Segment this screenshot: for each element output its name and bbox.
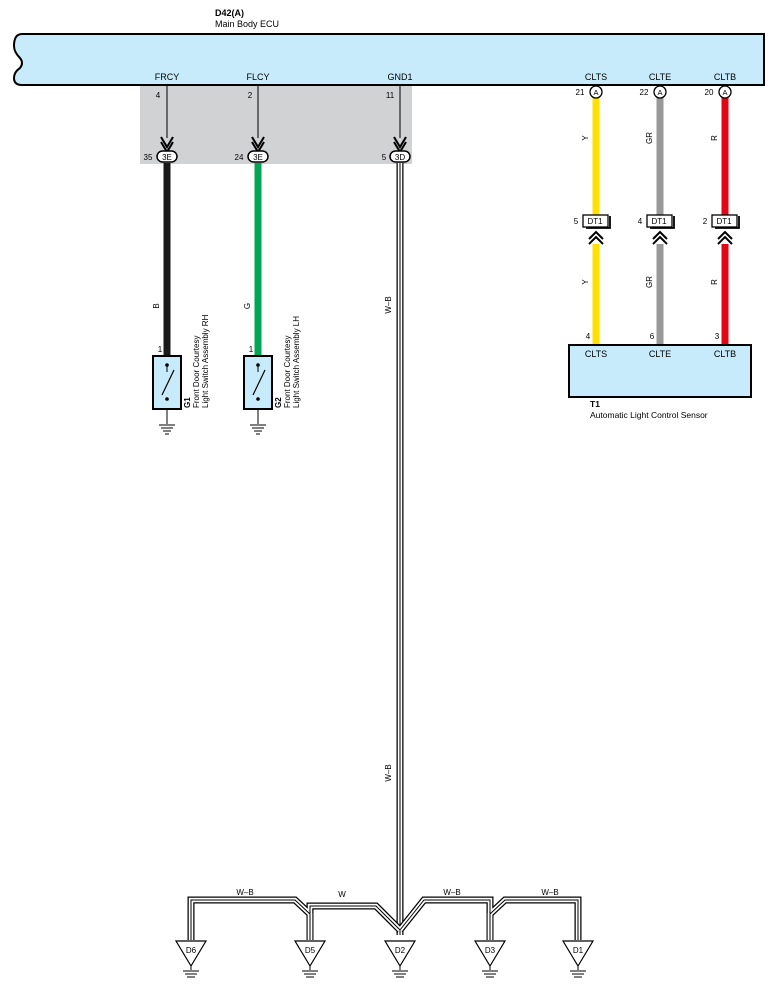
switch-code-g2: G2 <box>274 397 283 408</box>
ground-point-d2-label: D2 <box>395 946 406 955</box>
junction-id-3d: 3D <box>395 153 405 162</box>
ecu-pin-num-frcy: 4 <box>156 91 161 100</box>
ground-point-d6: D6 <box>174 940 208 978</box>
wire-code-clts-lower: Y <box>581 279 590 285</box>
sensor-pin-label-cltb: CLTB <box>714 349 736 359</box>
dt1-clte-num: 4 <box>638 217 643 226</box>
switch-line2-g1: Light Switch Assembly RH <box>201 314 210 408</box>
ground-bus-label-1: W–B <box>236 888 253 897</box>
ecu-pin-label-frcy: FRCY <box>155 72 180 82</box>
ecu-pin-num-flcy: 2 <box>248 91 253 100</box>
ground-point-d3: D3 <box>473 940 507 978</box>
wire-code-clts-upper: Y <box>581 135 590 141</box>
sensor-pin-label-clts: CLTS <box>585 349 607 359</box>
dt1-clts-num: 5 <box>574 217 579 226</box>
ecu-pin-num-gnd1: 11 <box>386 91 395 100</box>
switch-pin-g2: 1 <box>249 345 254 354</box>
connector-a-clts-label: A <box>593 88 598 97</box>
switch-label-g1: G1 Front Door Courtesy Light Switch Asse… <box>183 314 210 408</box>
junction-connector-3e-rh <box>156 150 178 163</box>
sensor-pin-num-cltb: 3 <box>715 332 720 341</box>
ecu-pin-num-cltb: 20 <box>705 88 714 97</box>
wire-code-clte-lower: GR <box>645 276 654 288</box>
wire-code-clte-upper: GR <box>645 132 654 144</box>
connector-a-clte: A <box>653 85 667 99</box>
ecu-name: Main Body ECU <box>215 19 279 29</box>
ground-point-d5-label: D5 <box>305 946 316 955</box>
ecu-pin-label-cltb: CLTB <box>714 72 736 82</box>
sensor-name: Automatic Light Control Sensor <box>590 410 708 420</box>
junction-num-35: 35 <box>144 153 153 162</box>
wire-code-flcy: G <box>243 303 252 309</box>
dt1-cltb-num: 2 <box>703 217 708 226</box>
connector-dt1-cltb: DT1 2 <box>703 214 740 245</box>
connector-a-clts: A <box>589 85 603 99</box>
connector-dt1-clts: DT1 5 <box>574 214 611 245</box>
ecu-pin-label-clte: CLTE <box>649 72 671 82</box>
dt1-clte-id: DT1 <box>651 217 667 226</box>
ground-bus-wires <box>187 896 582 940</box>
ground-bus-label-2: W <box>338 890 346 899</box>
junction-id-3e-lh: 3E <box>253 153 263 162</box>
ground-bus-label-3: W–B <box>443 888 460 897</box>
ground-icon-g1 <box>159 424 175 435</box>
dt1-cltb-id: DT1 <box>716 217 732 226</box>
wire-code-cltb-lower: R <box>710 279 719 285</box>
sensor-pin-num-clte: 6 <box>650 332 655 341</box>
connector-gray-zone <box>140 86 412 164</box>
ground-point-d5: D5 <box>293 940 327 978</box>
ground-point-d2: D2 <box>383 940 417 978</box>
ground-point-d1: D1 <box>561 940 595 978</box>
ecu-pin-label-gnd1: GND1 <box>387 72 412 82</box>
junction-num-24: 24 <box>235 153 244 162</box>
switch-line1-g1: Front Door Courtesy <box>192 336 201 408</box>
switch-pin-g1: 1 <box>158 345 163 354</box>
junction-connector-3d <box>389 150 411 163</box>
switch-label-g2: G2 Front Door Courtesy Light Switch Asse… <box>274 316 301 408</box>
main-body-ecu-block <box>12 33 765 86</box>
wire-code-cltb-upper: R <box>710 135 719 141</box>
dt1-clts-id: DT1 <box>587 217 603 226</box>
ecu-pin-num-clte: 22 <box>640 88 649 97</box>
wire-code-gnd1-bottom: W–B <box>384 764 393 781</box>
junction-connector-3e-lh <box>247 150 269 163</box>
ground-point-d6-label: D6 <box>186 946 197 955</box>
ground-point-d1-label: D1 <box>573 946 584 955</box>
ground-icon-g2 <box>250 424 266 435</box>
junction-num-5: 5 <box>382 153 387 162</box>
ground-bus-label-4: W–B <box>541 888 558 897</box>
wire-code-gnd1-top: W–B <box>384 296 393 313</box>
sensor-code: T1 <box>590 399 600 409</box>
connector-a-cltb-label: A <box>722 88 727 97</box>
ecu-pin-label-flcy: FLCY <box>246 72 269 82</box>
sensor-pin-num-clts: 4 <box>586 332 591 341</box>
switch-line1-g2: Front Door Courtesy <box>283 336 292 408</box>
switch-line2-g2: Light Switch Assembly LH <box>292 316 301 408</box>
ecu-pin-label-clts: CLTS <box>585 72 607 82</box>
wire-code-frcy: B <box>152 303 161 308</box>
ground-point-d3-label: D3 <box>485 946 496 955</box>
connector-dt1-clte: DT1 4 <box>638 214 675 245</box>
connector-a-clte-label: A <box>657 88 662 97</box>
switch-code-g1: G1 <box>183 397 192 408</box>
sensor-t1-block <box>568 344 752 398</box>
junction-id-3e-rh: 3E <box>162 153 172 162</box>
sensor-pin-label-clte: CLTE <box>649 349 671 359</box>
ecu-pin-num-clts: 21 <box>576 88 585 97</box>
connector-a-cltb: A <box>718 85 732 99</box>
ecu-code: D42(A) <box>215 8 244 18</box>
